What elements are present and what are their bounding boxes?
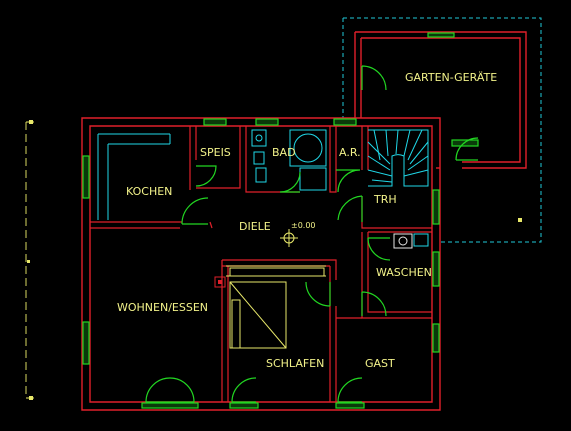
staircase bbox=[367, 129, 429, 187]
left-dimension-line bbox=[25, 120, 34, 400]
room-label-bad: BAD bbox=[272, 146, 296, 159]
room-label-speis: SPEIS bbox=[200, 146, 231, 159]
level-label: ±0.00 bbox=[291, 221, 316, 230]
room-label-diele: DIELE bbox=[239, 220, 271, 233]
windows bbox=[82, 32, 479, 365]
kitchen-counter bbox=[97, 133, 171, 220]
room-label-wohnen: WOHNEN/ESSEN bbox=[117, 301, 208, 314]
terrace-outline bbox=[342, 17, 542, 243]
garden-tools-shed bbox=[354, 31, 527, 169]
chimney bbox=[214, 276, 226, 288]
level-marker bbox=[280, 229, 298, 247]
room-label-garage: GARTEN-GERÄTE bbox=[405, 71, 497, 84]
chimney-inner bbox=[218, 280, 222, 284]
room-label-gast: GAST bbox=[365, 357, 395, 370]
room-label-kochen: KOCHEN bbox=[126, 185, 172, 198]
room-label-trh: TRH bbox=[373, 193, 397, 206]
outer-walls bbox=[81, 117, 441, 411]
bathroom-fixtures bbox=[251, 129, 327, 191]
bed bbox=[226, 265, 326, 349]
room-label-waschen: WASCHEN bbox=[376, 266, 432, 279]
room-label-ar: A.R. bbox=[339, 146, 361, 159]
washing-machine bbox=[393, 233, 429, 249]
doors bbox=[141, 65, 479, 409]
room-label-schlafen: SCHLAFEN bbox=[266, 357, 324, 370]
